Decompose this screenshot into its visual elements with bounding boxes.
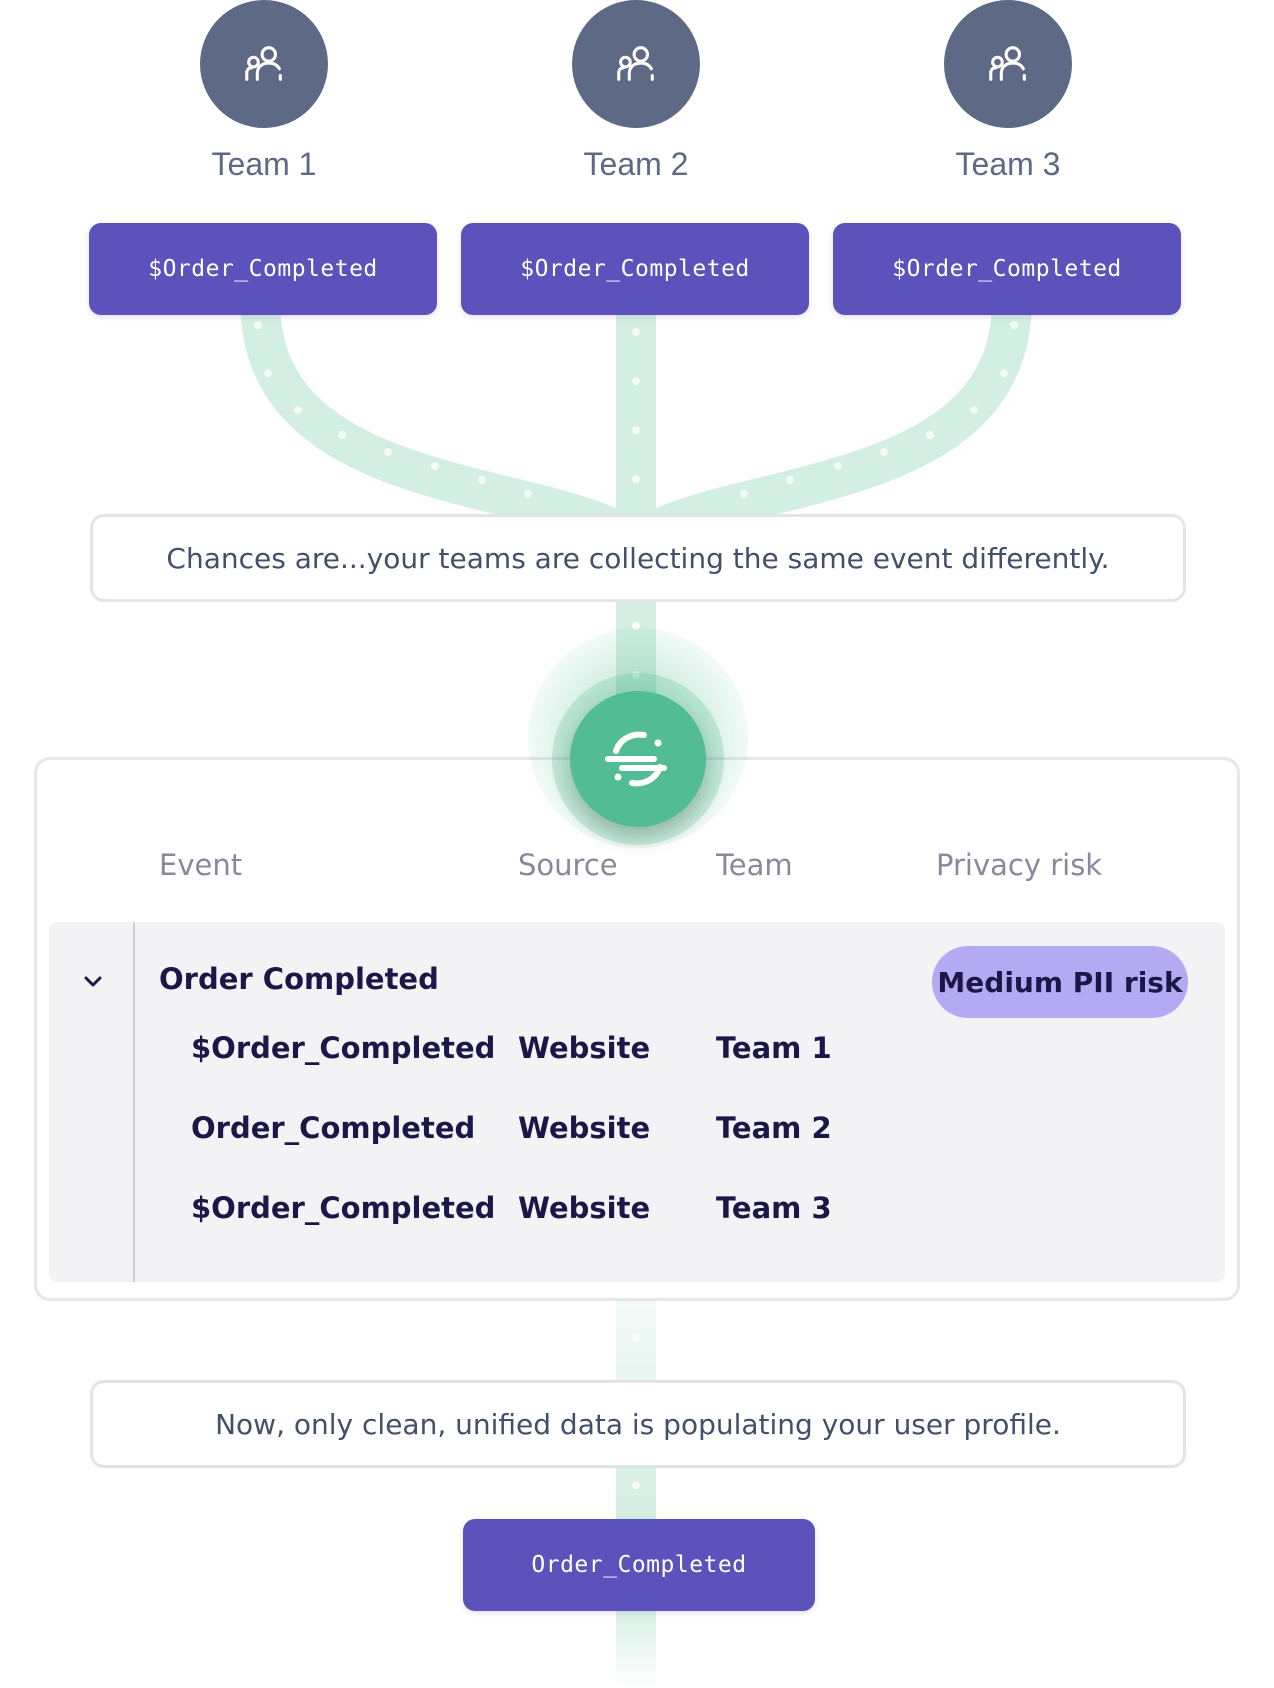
- row-3-team: Team 3: [716, 1191, 832, 1225]
- segment-logo-icon: [605, 731, 667, 787]
- column-header-team: Team: [716, 848, 793, 882]
- row-1-event: $Order_Completed: [191, 1031, 496, 1065]
- users-icon: [245, 46, 282, 81]
- bottom-message-text: Now, only clean, unified data is populat…: [215, 1407, 1061, 1441]
- flow-line-tail: [616, 1600, 656, 1688]
- flow-line-team-3: [622, 299, 1032, 561]
- team-3-avatar: [944, 0, 1072, 128]
- row-1-team: Team 1: [716, 1031, 832, 1065]
- team-1-label: Team 1: [211, 146, 317, 182]
- team-2-label: Team 2: [583, 146, 689, 182]
- team-1-event-pill: $Order_Completed: [89, 223, 437, 315]
- row-2-source: Website: [518, 1111, 651, 1145]
- segment-logo: [570, 691, 706, 827]
- team-3-label: Team 3: [955, 146, 1061, 182]
- team-2-event-pill: $Order_Completed: [461, 223, 809, 315]
- row-2-event: Order_Completed: [191, 1111, 476, 1145]
- team-1-avatar: [200, 0, 328, 128]
- bottom-message-box: Now, only clean, unified data is populat…: [90, 1380, 1186, 1468]
- team-3-event-pill: $Order_Completed: [833, 223, 1181, 315]
- flow-line-team-1: [240, 299, 650, 561]
- row-3-source: Website: [518, 1191, 651, 1225]
- event-group-title[interactable]: Order Completed: [159, 962, 439, 996]
- team-2-avatar: [572, 0, 700, 128]
- row-2-team: Team 2: [716, 1111, 832, 1145]
- row-3-event: $Order_Completed: [191, 1191, 496, 1225]
- row-1-source: Website: [518, 1031, 651, 1065]
- users-icon: [617, 46, 654, 81]
- column-header-source: Source: [518, 848, 618, 882]
- unified-event-pill: Order_Completed: [463, 1519, 815, 1611]
- top-message-text: Chances are...your teams are collecting …: [166, 541, 1110, 575]
- privacy-risk-text: Medium PII risk: [937, 965, 1183, 999]
- table-divider: [133, 922, 135, 1282]
- flow-line-team-2: [616, 300, 656, 720]
- top-message-box: Chances are...your teams are collecting …: [90, 514, 1186, 602]
- privacy-risk-badge: Medium PII risk: [932, 946, 1188, 1018]
- users-icon: [989, 46, 1026, 81]
- column-header-privacy-risk: Privacy risk: [936, 848, 1103, 882]
- chevron-down-icon[interactable]: [80, 968, 106, 994]
- column-header-event: Event: [159, 848, 243, 882]
